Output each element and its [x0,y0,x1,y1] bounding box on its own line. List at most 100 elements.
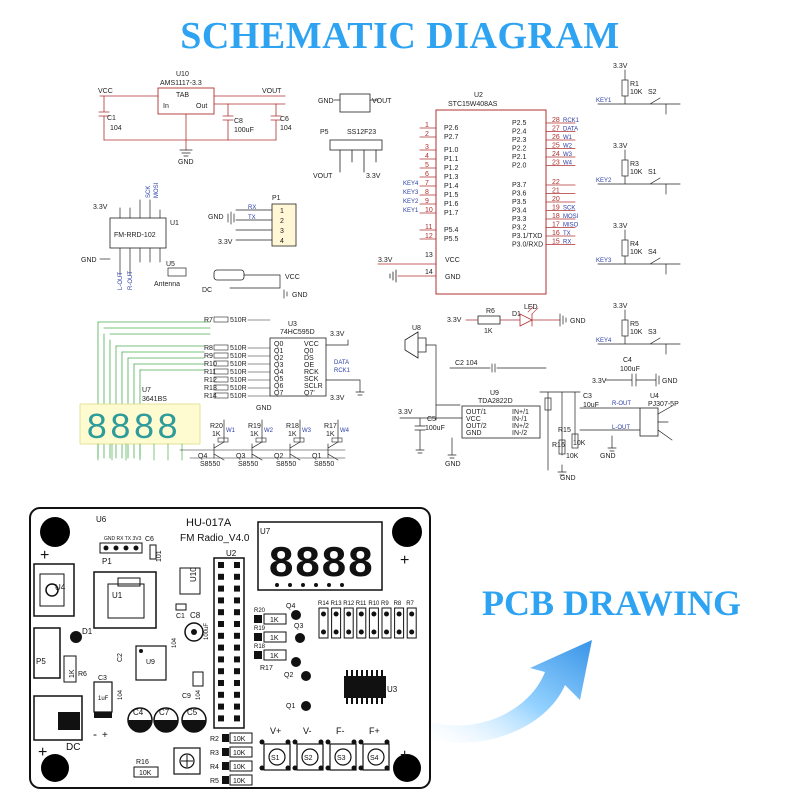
pcb-c3-val: 1uF [98,696,109,702]
p5-vout-top: VOUT [372,98,392,105]
pcb-row-resistor-pad [358,629,364,635]
pcb-cap-label: C4 [133,708,144,717]
rn-ref: R8 [204,345,213,352]
dc-vcc: VCC [285,274,300,281]
u3-right-pin: VCC [304,341,319,348]
u2-right-pin-name: P3.7 [512,182,527,189]
pcb-row-resistor-body [331,607,342,639]
u3-rck-net: RCK1 [334,368,351,374]
pcb-plus-tl: + [40,547,49,564]
pcb-row-resistor-ref: R13 [331,601,343,607]
key-resistor [621,239,629,257]
u2-right-pin-num: 19 [552,205,560,212]
pcb-bottom-resistor-ref: R2 [210,736,219,743]
pcb-u2-pin [218,609,224,616]
rn-resistor [213,384,229,391]
pcb-button-pad [351,739,357,745]
u1-net-sck: SCK [146,186,152,198]
pcb-u3-leg [371,698,373,704]
u3-right-pin: RCK [304,369,319,376]
u2-right-pin-num: 15 [552,239,560,246]
u2-right-pin-num: 22 [552,179,560,186]
pcb-row-resistor-pad [346,611,352,617]
u7-display: U7 3641BS 8888 [79,387,201,461]
key-r-ref: R4 [630,241,639,248]
u1-net-lout: L-OUT [118,272,124,290]
u10-in: In [163,103,169,110]
pcb-arrow [430,640,592,743]
rn-ref: R7 [204,317,213,324]
transistor-r-ref: R18 [286,423,299,430]
p1-pin-num: 4 [280,238,284,245]
u4-ref: U4 [650,393,659,400]
pcb-button-label: V- [303,726,312,736]
p1-pin-num: 1 [280,208,284,215]
p1-pin-num: 3 [280,228,284,235]
pcb-dc-plus: + [102,730,108,741]
pcb-row-resistor-ref: R9 [381,601,389,607]
u3-right-pin: SCLR [304,383,323,390]
u3-left-pin: Q1 [274,348,283,355]
u10-tab: TAB [176,92,189,99]
pcb-button-pad [285,739,291,745]
pcb-row-resistor-pad [333,611,339,617]
rn-val: 510R [230,385,247,392]
pcb-dc-minus: - [93,727,97,741]
rn-ref: R13 [204,385,217,392]
transistor-r-val: 1K [250,431,259,438]
u1-net-mosi: MOSI [154,182,160,198]
c5-ref: C5 [427,416,436,423]
lout-net: L-OUT [612,425,630,431]
c4-val: 100uF [620,366,640,373]
u2-right-pin-name: P3.2 [512,225,527,232]
pcb-row-resistor-pad [333,629,339,635]
u3-left-pin: Q0 [274,341,283,348]
amp-v33-b: 3.3V [398,409,413,416]
pcb-u3-leg [371,670,373,676]
rn-ref: R9 [204,353,213,360]
u2-right-pin-net: MOSI [563,214,579,220]
u1-ref: U1 [170,220,179,227]
mount-hole-tr [392,517,422,547]
p1-v33: 3.3V [218,239,233,246]
pcb-plus-bl: + [38,744,47,761]
pcb-button-outline [263,743,291,771]
pcb-left-resistor-val: 1K [270,653,279,660]
u2-right-pin-net: W4 [563,161,573,167]
u10-out: Out [196,103,207,110]
pcb-u2-pin [234,597,240,604]
rn-resistor [213,316,229,323]
u2-v33: 3.3V [378,257,393,264]
u2-key-net: KEY4 [403,181,419,187]
pcb-left-resistor-body [263,649,287,661]
u10-regulator: U10 AMS1117-3.3 TAB In Out VCC VOUT GND … [98,71,292,166]
u9-left-pin: VCC [466,416,481,423]
pcb-button-pad [318,765,324,771]
u2-left-pin-num: 11 [425,224,432,231]
transistor-r-val: 1K [288,431,297,438]
pcb-u9: U9 [146,659,155,666]
u2-left-pin-name: P1.7 [444,210,459,217]
pcb-u3-leg [376,670,378,676]
u3-left-pin: Q6 [274,383,283,390]
pcb-bottom-resistor-body [229,774,253,786]
pcb-bottom-resistor-pad [222,776,229,784]
u2-left-pin-num: 8 [425,189,429,196]
pcb-u2-pin [218,621,224,627]
key-wire [597,229,681,275]
pcb-u2-pin [218,715,224,722]
u2-key-net: KEY3 [403,190,419,196]
u2-left-pin-name: P2.6 [444,125,459,132]
u2-right-pin-num: 16 [552,230,560,237]
pcb-row-resistor-pad [346,629,352,635]
pcb-display-digits: 8888 [268,540,374,590]
key-v33: 3.3V [613,143,628,150]
pcb-u2-pin [218,703,224,710]
u2-right-pin-net: RCK1 [563,118,580,124]
pcb-bottom-resistor-ref: R4 [210,764,219,771]
